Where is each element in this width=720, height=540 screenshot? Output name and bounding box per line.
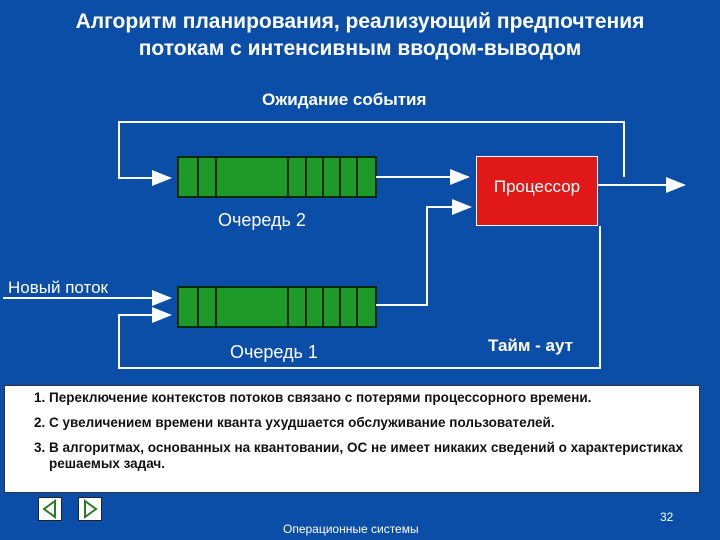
- course-name: Операционные системы: [283, 522, 419, 536]
- title-line-2: потокам с интенсивным вводом-выводом: [138, 37, 582, 60]
- next-slide-button[interactable]: [78, 497, 102, 521]
- queue-1-body: [177, 286, 289, 328]
- queue-2: [177, 156, 377, 198]
- wait-event-label: Ожидание события: [262, 90, 427, 109]
- wait-event-arrow: [118, 121, 625, 186]
- timeout-label: Тайм - аут: [488, 336, 573, 355]
- queue-1-label: Очередь 1: [230, 342, 318, 362]
- note-3: В алгоритмах, основанных на квантовании,…: [49, 440, 691, 472]
- queue1-to-cpu-arrow: [376, 199, 472, 306]
- note-2: С увеличением времени кванта ухудшается …: [49, 415, 691, 431]
- new-thread-label: Новый поток: [8, 278, 108, 297]
- queue-2-label: Очередь 2: [218, 210, 306, 230]
- note-1: Переключение контекстов потоков связано …: [49, 390, 691, 406]
- cpu-block: Процессор: [476, 156, 598, 226]
- notes-list: Переключение контекстов потоков связано …: [5, 386, 699, 472]
- queue-2-body: [177, 156, 289, 198]
- next-slide-icon: [84, 499, 98, 519]
- prev-slide-icon: [42, 499, 56, 519]
- queue-1: [177, 286, 377, 328]
- prev-slide-button[interactable]: [38, 497, 62, 521]
- page-number: 32: [660, 510, 674, 524]
- cpu-label: Процессор: [493, 177, 581, 196]
- title-line-1: Алгоритм планирования, реализующий предп…: [75, 10, 645, 33]
- timeout-arrow: [118, 226, 601, 369]
- slide-title: Алгоритм планирования, реализующий предп…: [0, 8, 720, 62]
- notes-box: Переключение контекстов потоков связано …: [4, 385, 700, 493]
